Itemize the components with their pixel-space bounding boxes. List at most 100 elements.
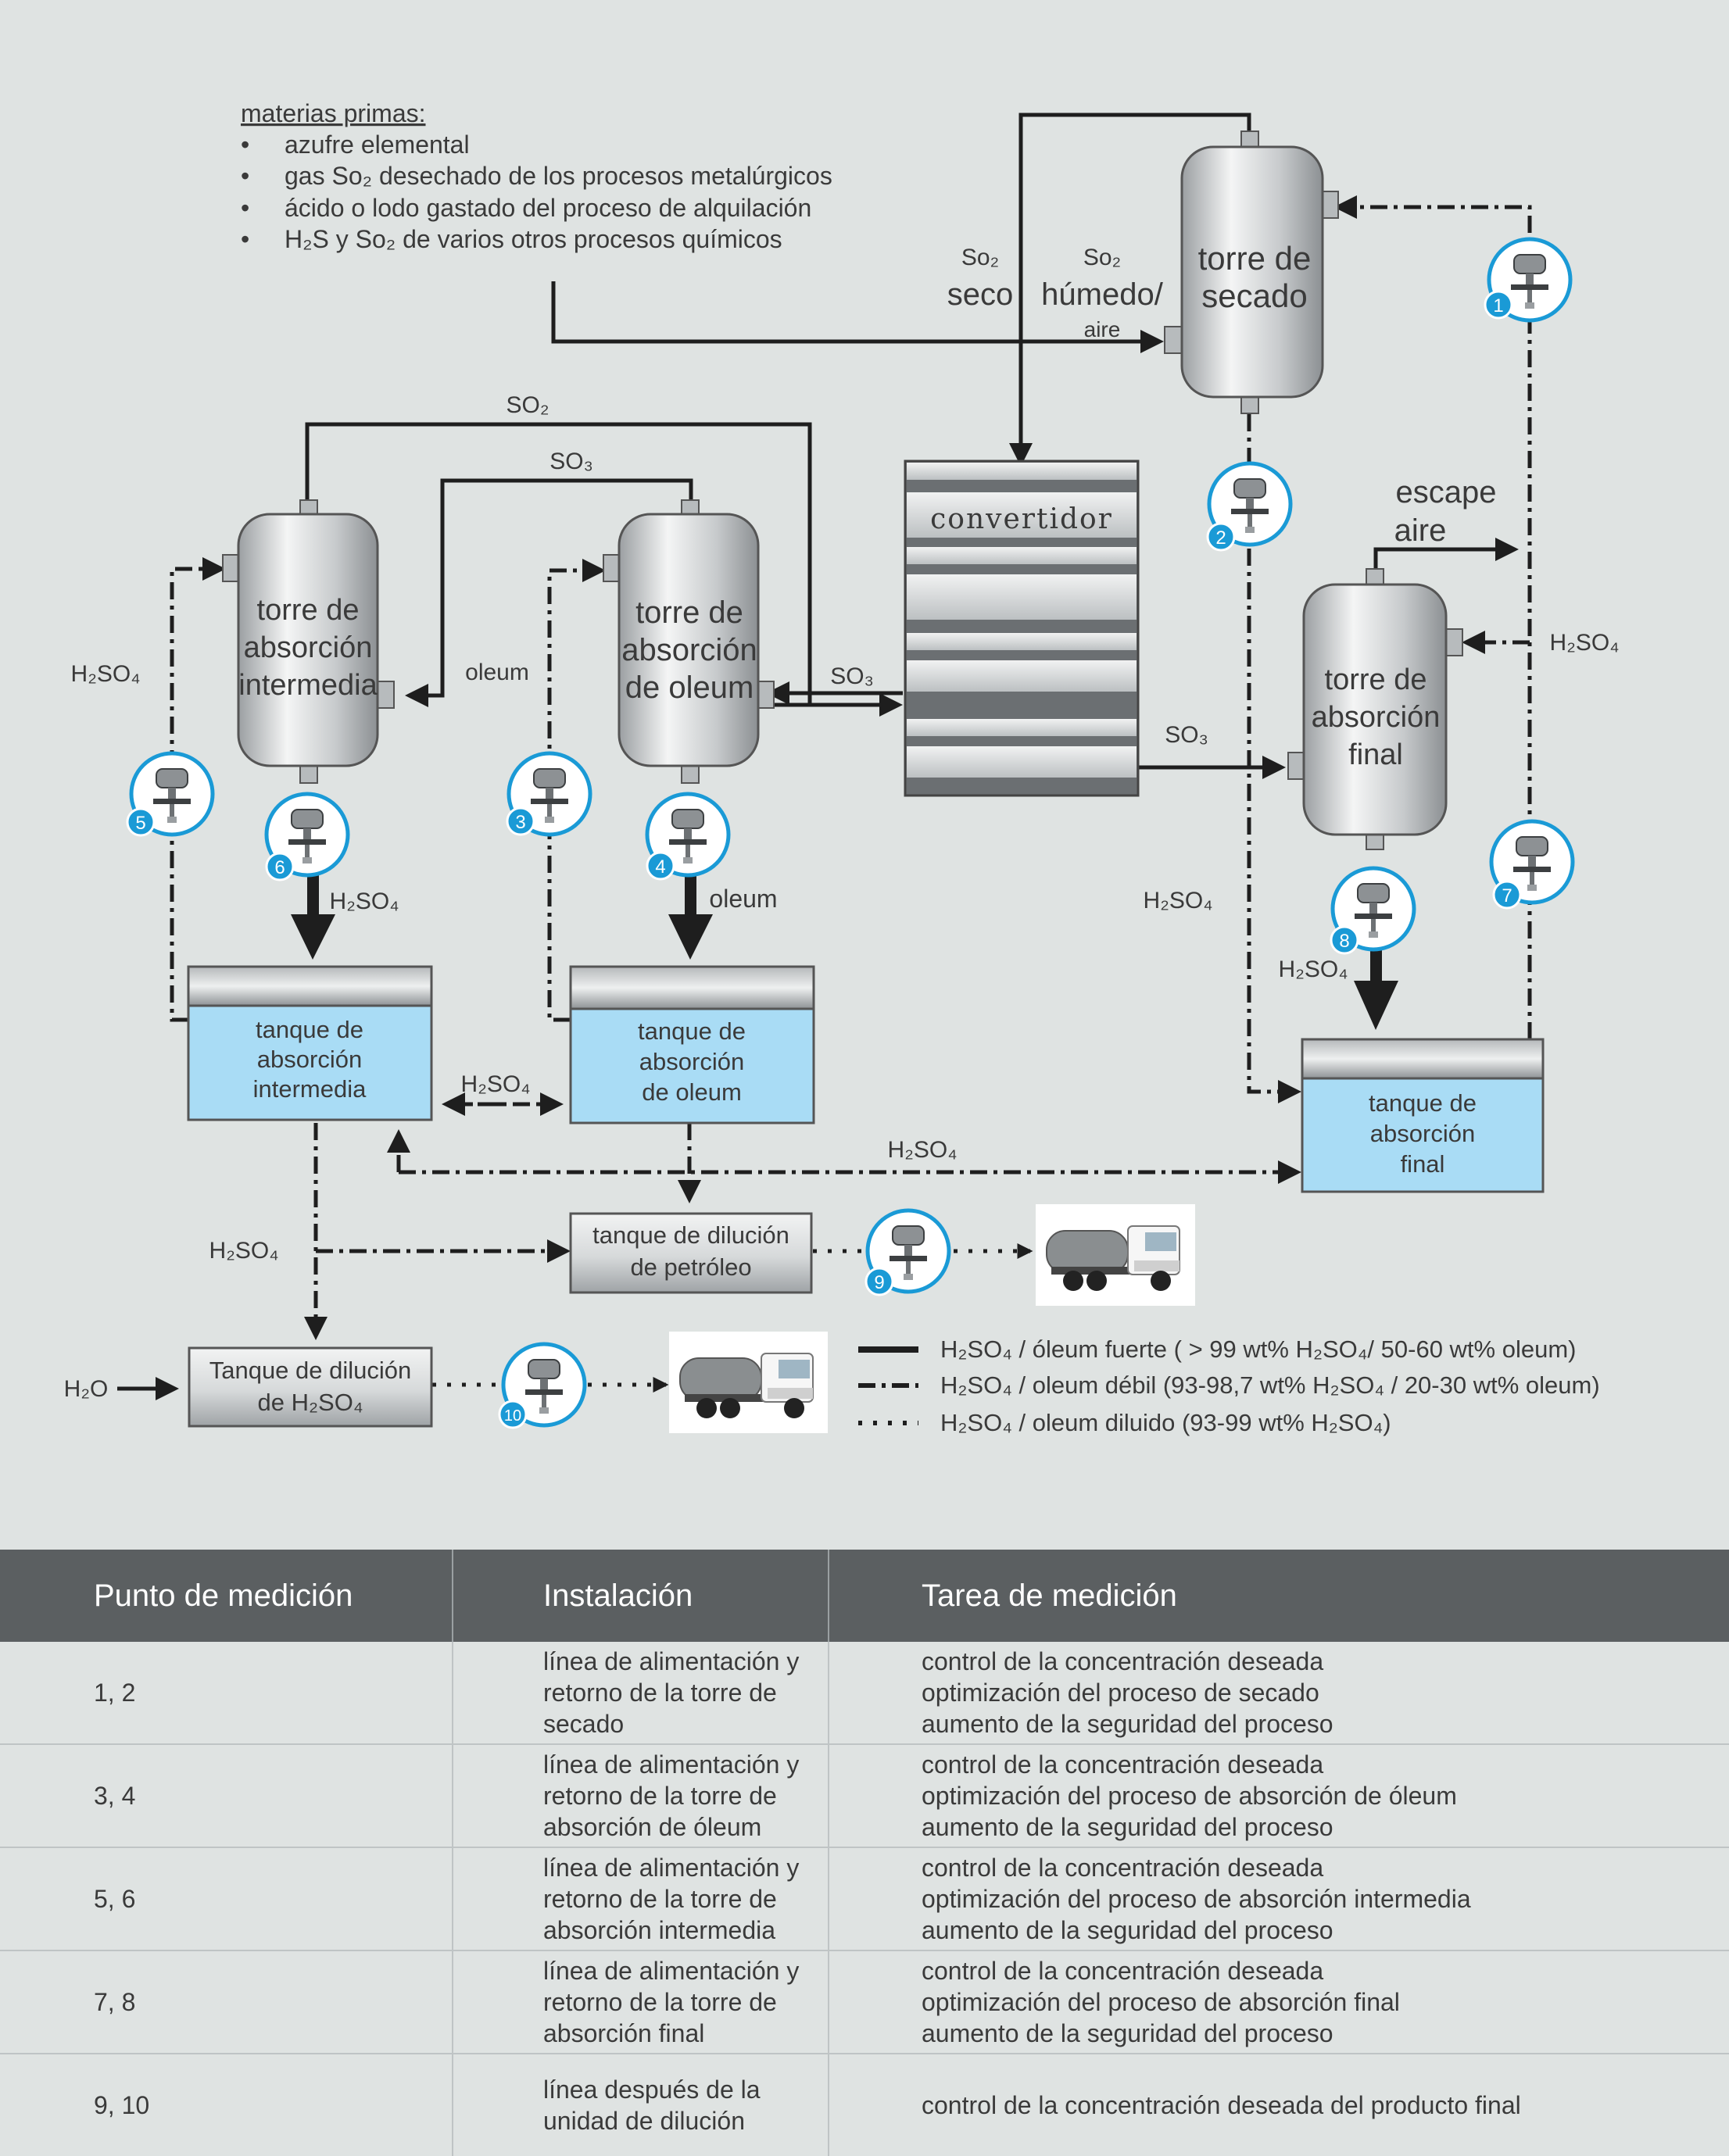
measurement-point-number: 7 — [1502, 885, 1512, 906]
measurement-point-6[interactable]: 6 — [267, 794, 348, 881]
svg-text:SO₃: SO₃ — [830, 663, 874, 689]
solid-lines — [117, 113, 1519, 1400]
point-cell: 7, 8 — [0, 1950, 453, 2054]
svg-text:H₂SO₄: H₂SO₄ — [1144, 888, 1213, 914]
stream-labels: So₂ seco So₂ húmedo/ aire SO₂ SO₃ SO₃ SO… — [64, 245, 1620, 1402]
measurement-point-9[interactable]: 9 — [864, 1210, 949, 1296]
line-style-legend: H₂SO₄ / óleum fuerte ( > 99 wt% H₂SO₄/ 5… — [858, 1335, 1600, 1436]
svg-text:H₂SO₄: H₂SO₄ — [461, 1071, 531, 1097]
petroleum-dilution-tank: tanque de dilución de petróleo — [569, 1212, 813, 1294]
measurement-point-1[interactable]: 1 — [1484, 239, 1570, 320]
intermediate-tower-label: torre de — [257, 594, 360, 627]
final-tower-label: absorción — [1312, 701, 1441, 734]
oleum-tower-label: absorción — [621, 633, 757, 667]
raw-materials-list: materias primas: • azufre elemental • ga… — [241, 99, 832, 253]
svg-text:aire: aire — [1084, 317, 1121, 341]
final-tower-label: torre de — [1325, 663, 1427, 696]
raw-material-bullet: • — [241, 225, 249, 253]
svg-text:SO₃: SO₃ — [1165, 722, 1208, 748]
oleum-tank-label: de oleum — [642, 1078, 742, 1106]
svg-text:H₂SO₄: H₂SO₄ — [1279, 956, 1348, 982]
svg-text:H₂SO₄: H₂SO₄ — [209, 1238, 279, 1264]
svg-text:oleum: oleum — [465, 660, 529, 685]
svg-text:So₂: So₂ — [1083, 245, 1121, 270]
process-flow-diagram: materias primas: • azufre elemental • ga… — [64, 99, 1620, 1436]
raw-material-item: azufre elemental — [285, 131, 470, 159]
product-flow-arrows — [291, 824, 1398, 1030]
point-cell: 3, 4 — [0, 1743, 453, 1847]
svg-text:seco: seco — [947, 277, 1014, 312]
svg-text:So₂: So₂ — [961, 245, 999, 270]
measurement-point-2[interactable]: 2 — [1206, 463, 1290, 552]
measurement-point-number: 10 — [504, 1407, 521, 1425]
drying-tower-label: torre de — [1198, 240, 1312, 277]
svg-text:SO₃: SO₃ — [549, 449, 593, 474]
measurement-point-8[interactable]: 8 — [1330, 868, 1414, 955]
h2so4-tank-label: Tanque de dilución — [209, 1357, 412, 1384]
column-header: Tarea de medición — [829, 1550, 1729, 1642]
measurement-point-number: 9 — [874, 1272, 884, 1293]
measurement-point-4[interactable]: 4 — [647, 794, 728, 881]
final-absorption-tank: tanque de absorción final — [1301, 1038, 1545, 1193]
final-tank-label: absorción — [1370, 1120, 1475, 1147]
task-cell: control de la concentración deseada del … — [829, 2053, 1729, 2156]
measurement-point-3[interactable]: 3 — [506, 753, 590, 835]
svg-text:H₂SO₄: H₂SO₄ — [71, 661, 141, 687]
svg-text:oleum: oleum — [709, 885, 777, 913]
table-header-row: Punto de medición Instalación Tarea de m… — [0, 1550, 1729, 1642]
raw-material-item: ácido o lodo gastado del proceso de alqu… — [285, 194, 811, 222]
measurement-point-7[interactable]: 7 — [1491, 821, 1573, 910]
intermediate-tower-label: intermedia — [238, 669, 378, 702]
petroleum-tank-label: tanque de dilución — [592, 1221, 789, 1249]
measurement-point-number: 6 — [274, 857, 285, 878]
svg-text:H₂SO₄: H₂SO₄ — [330, 889, 399, 914]
tanker-truck-icon — [669, 1332, 828, 1433]
oleum-tower-label: de oleum — [625, 670, 754, 705]
intermediate-tank-label: intermedia — [253, 1075, 367, 1103]
final-tank-label: tanque de — [1369, 1089, 1477, 1117]
final-absorption-tower: torre de absorción final — [1287, 568, 1463, 850]
point-cell: 9, 10 — [0, 2053, 453, 2156]
intermediate-tower-label: absorción — [244, 631, 373, 664]
h2so4-tank-label: de H₂SO₄ — [258, 1389, 363, 1416]
svg-text:aire: aire — [1394, 513, 1447, 548]
measurement-point-10[interactable]: 10 — [498, 1344, 585, 1429]
raw-material-bullet: • — [241, 162, 249, 190]
svg-text:H₂SO₄: H₂SO₄ — [1550, 630, 1620, 656]
oleum-tower-label: torre de — [635, 595, 743, 630]
measurement-point-number: 5 — [135, 813, 145, 834]
tanker-truck-icon — [1036, 1204, 1195, 1306]
measurement-point-number: 2 — [1215, 527, 1226, 549]
svg-text:húmedo/: húmedo/ — [1041, 277, 1164, 312]
intermediate-absorption-tower: torre de absorción intermedia — [222, 499, 395, 784]
final-tank-label: final — [1401, 1150, 1445, 1178]
final-tower-label: final — [1348, 738, 1403, 771]
petroleum-tank-label: de petróleo — [630, 1253, 751, 1281]
h2so4-dilution-tank: Tanque de dilución de H₂SO₄ — [188, 1346, 433, 1428]
point-cell: 5, 6 — [0, 1847, 453, 1950]
oleum-tank-label: tanque de — [638, 1017, 746, 1045]
oleum-tank-label: absorción — [639, 1048, 744, 1075]
measurement-point-5[interactable]: 5 — [126, 753, 213, 837]
raw-material-bullet: • — [241, 194, 249, 222]
converter-label: convertidor — [930, 503, 1113, 535]
legend-item: H₂SO₄ / oleum diluido (93-99 wt% H₂SO₄) — [940, 1409, 1391, 1436]
column-header: Punto de medición — [0, 1550, 453, 1642]
intermediate-tank-label: absorción — [257, 1046, 362, 1073]
measurement-point-number: 1 — [1493, 295, 1503, 316]
raw-material-bullet: • — [241, 131, 249, 159]
svg-text:H₂SO₄: H₂SO₄ — [888, 1137, 958, 1163]
oleum-absorption-tower: torre de absorción de oleum — [603, 499, 775, 784]
measurement-point-number: 4 — [655, 856, 665, 878]
raw-material-item: H₂S y So₂ de varios otros procesos quími… — [285, 225, 782, 253]
